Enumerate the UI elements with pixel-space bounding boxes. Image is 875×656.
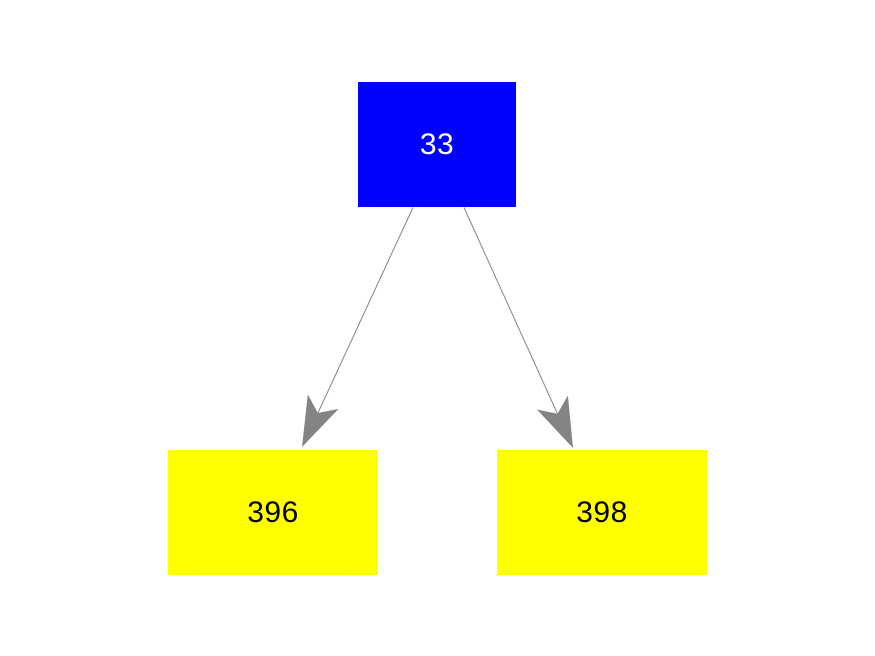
tree-node-398[interactable]: 398 [497, 450, 707, 575]
edge-line [463, 207, 558, 415]
tree-node-396[interactable]: 396 [168, 450, 378, 575]
arrowhead-icon [302, 394, 339, 447]
arrowhead-icon [536, 395, 573, 448]
edge-line [317, 207, 414, 414]
node-label: 398 [576, 495, 628, 529]
tree-node-33[interactable]: 33 [358, 82, 516, 207]
node-label: 396 [247, 495, 299, 529]
node-label: 33 [419, 127, 455, 161]
edge-root-to-398 [463, 207, 573, 448]
edge-root-to-396 [302, 207, 414, 447]
